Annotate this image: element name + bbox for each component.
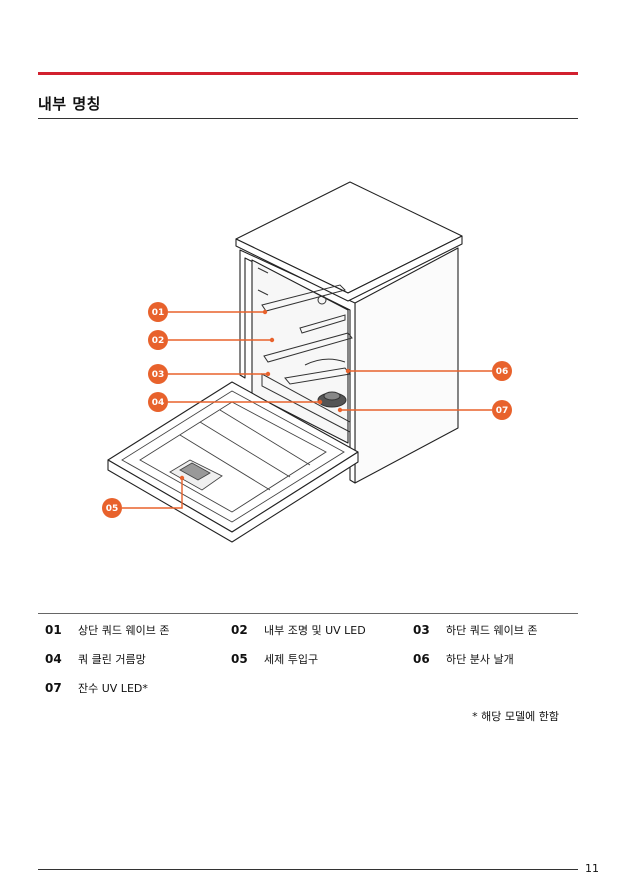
legend-label: 상단 쿼드 웨이브 존 [78, 624, 170, 637]
legend-number: 05 [231, 652, 248, 666]
legend-item-06: 06 하단 분사 날개 [413, 651, 514, 667]
callout-02: 02 [148, 330, 168, 350]
legend-number: 07 [45, 681, 62, 695]
legend-item-07: 07 잔수 UV LED* [45, 680, 148, 696]
callout-05-label: 05 [106, 504, 119, 514]
legend-item-01: 01 상단 쿼드 웨이브 존 [45, 622, 169, 638]
page-number: 11 [585, 862, 599, 875]
callout-06: 06 [492, 361, 512, 381]
callout-01: 01 [148, 302, 168, 322]
legend-number: 02 [231, 623, 248, 637]
legend-item-05: 05 세제 투입구 [231, 651, 318, 667]
callout-02-label: 02 [152, 336, 165, 346]
legend-divider [38, 613, 578, 614]
callout-01-label: 01 [152, 308, 165, 318]
legend-label: 내부 조명 및 UV LED [264, 624, 366, 637]
legend-item-03: 03 하단 쿼드 웨이브 존 [413, 622, 537, 638]
legend-number: 04 [45, 652, 62, 666]
dishwasher-illustration: 01 02 03 04 05 06 07 [102, 181, 512, 543]
callout-05: 05 [102, 498, 122, 518]
callout-07-label: 07 [496, 406, 509, 416]
legend-row: 01 상단 쿼드 웨이브 존 02 내부 조명 및 UV LED 03 하단 쿼… [45, 622, 585, 651]
page-title: 내부 명칭 [38, 95, 101, 113]
callout-03: 03 [148, 364, 168, 384]
legend-number: 03 [413, 623, 430, 637]
callout-04: 04 [148, 392, 168, 412]
footer-divider [38, 869, 578, 870]
callout-07: 07 [492, 400, 512, 420]
title-divider [38, 118, 578, 119]
callout-06-label: 06 [496, 367, 509, 377]
legend-row: 04 쿼 클린 거름망 05 세제 투입구 06 하단 분사 날개 [45, 651, 585, 680]
legend-number: 06 [413, 652, 430, 666]
legend-label: 하단 분사 날개 [446, 653, 514, 666]
legend-item-02: 02 내부 조명 및 UV LED [231, 622, 366, 638]
callout-04-label: 04 [152, 398, 165, 408]
legend-number: 01 [45, 623, 62, 637]
legend-label: 세제 투입구 [264, 653, 319, 666]
legend-label: 잔수 UV LED* [78, 682, 148, 695]
parts-legend: 01 상단 쿼드 웨이브 존 02 내부 조명 및 UV LED 03 하단 쿼… [45, 622, 585, 709]
header-accent-rule [38, 72, 578, 75]
legend-row: 07 잔수 UV LED* [45, 680, 585, 709]
legend-label: 하단 쿼드 웨이브 존 [446, 624, 538, 637]
callout-03-label: 03 [152, 370, 165, 380]
model-note: * 해당 모델에 한함 [472, 710, 559, 723]
legend-item-04: 04 쿼 클린 거름망 [45, 651, 146, 667]
legend-label: 쿼 클린 거름망 [78, 653, 146, 666]
